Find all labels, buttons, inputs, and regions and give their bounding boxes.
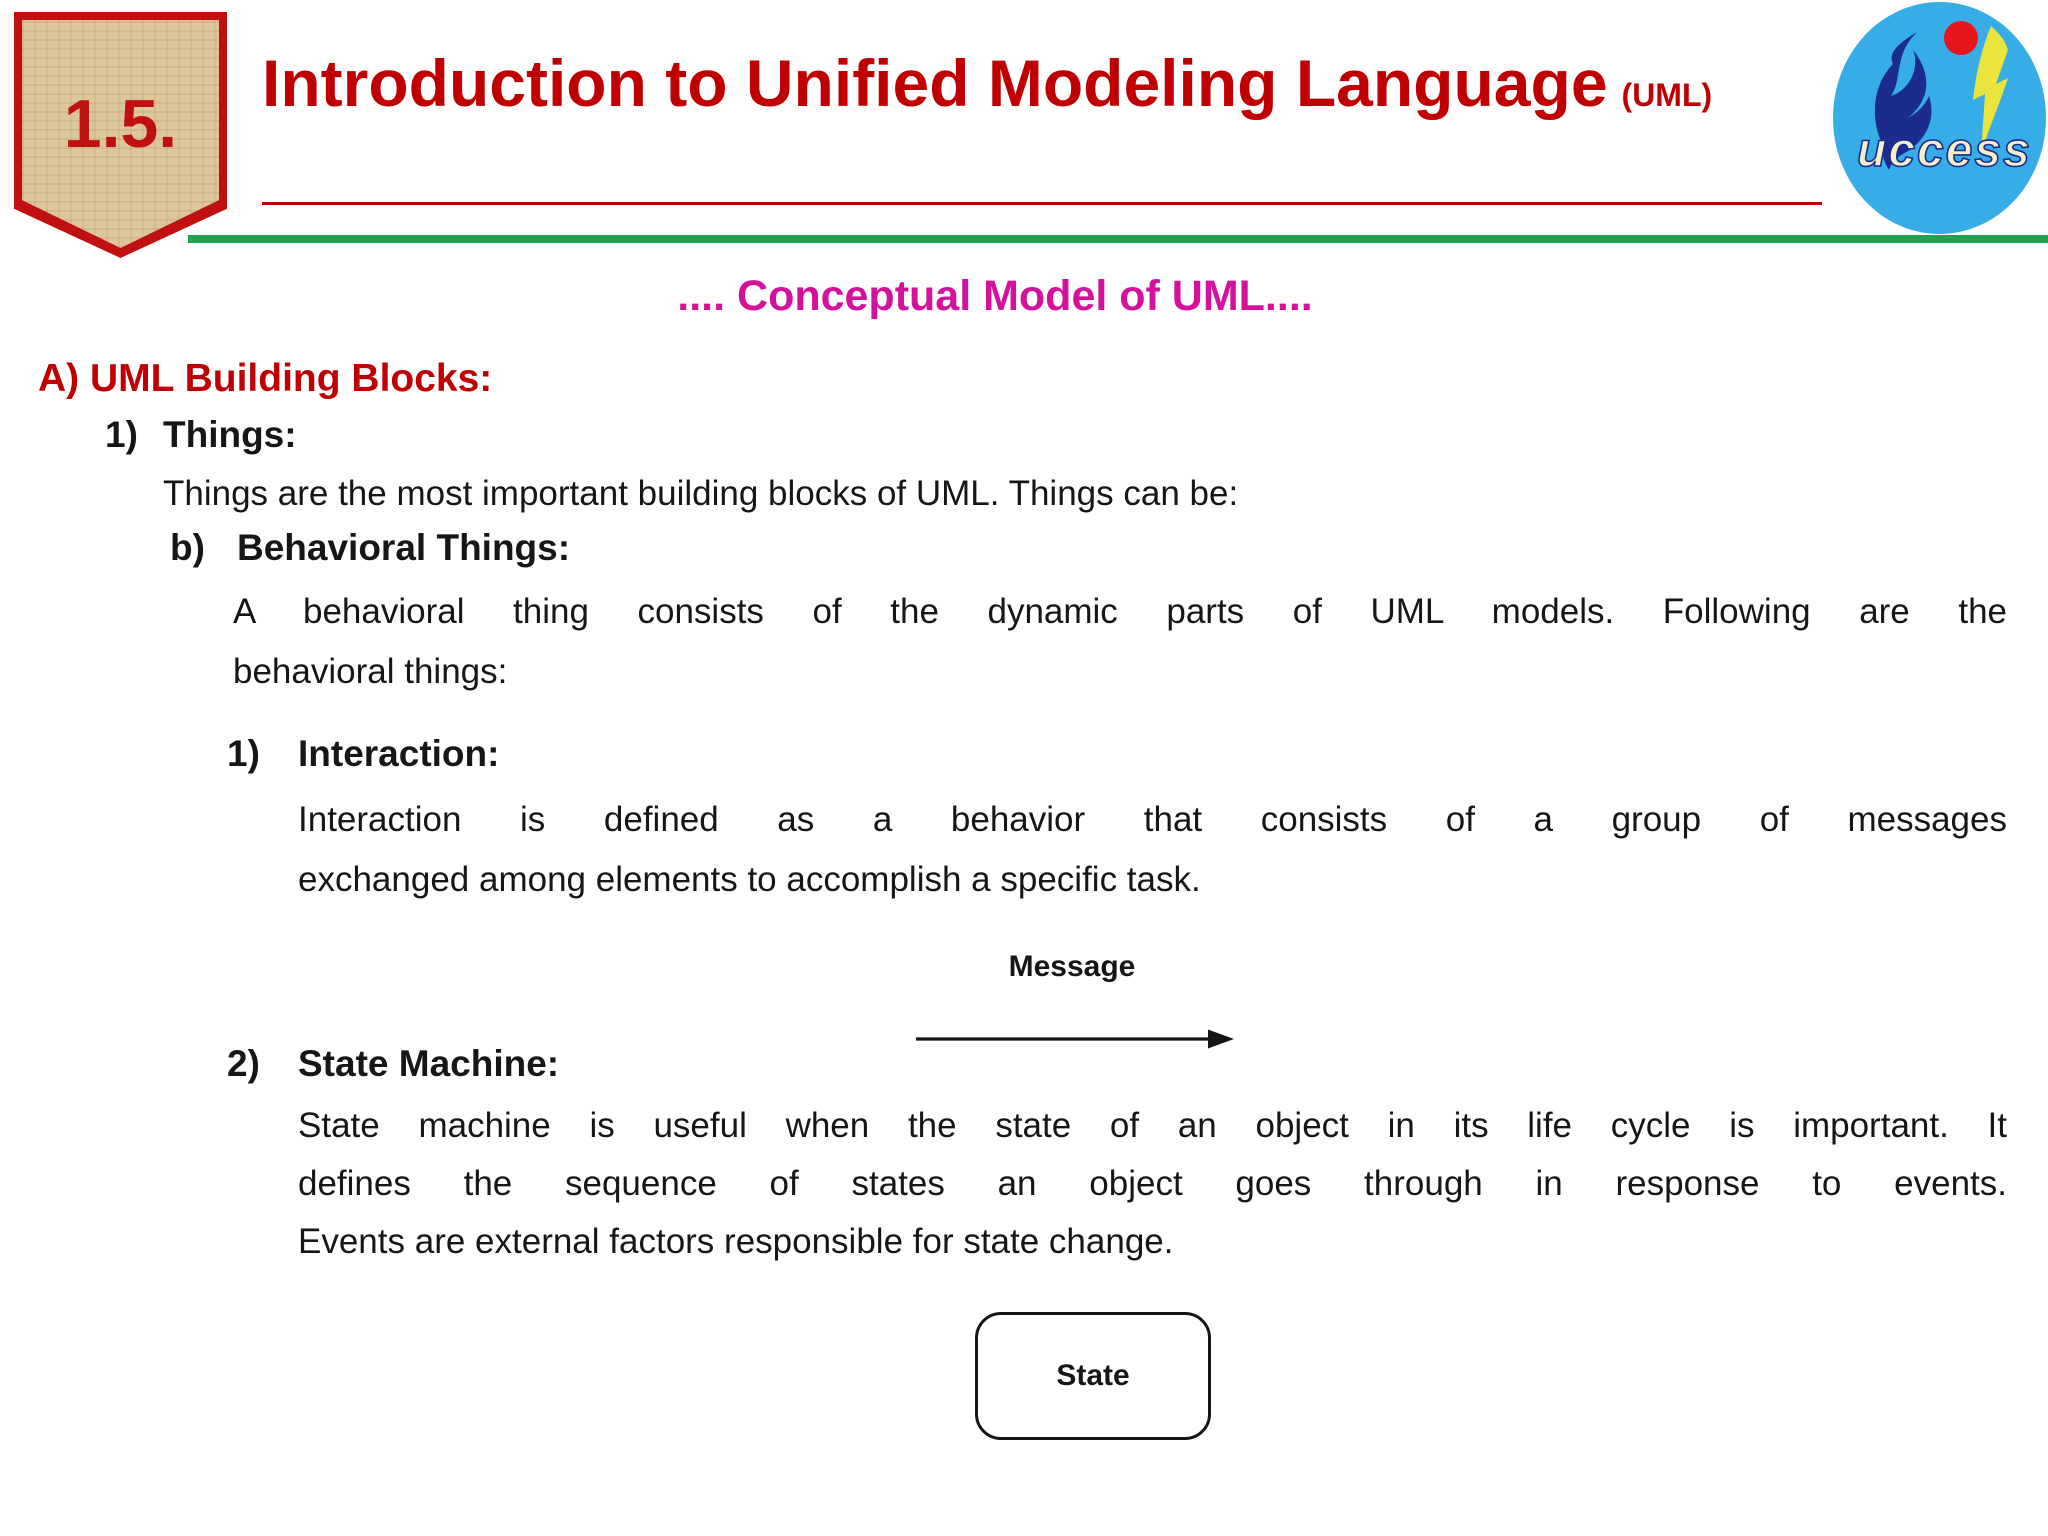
interaction-label: Interaction: [298,733,500,774]
section-a-marker: A) [38,357,80,400]
slide-title: Introduction to Unified Modeling Languag… [262,46,1822,122]
logo-flame-icon [1874,32,1927,150]
state-machine-paragraph: State machine is useful when the state o… [298,1097,2007,1271]
things-marker: 1) [105,414,138,455]
state-machine-label: State Machine: [298,1043,560,1084]
title-underline [262,202,1822,205]
section-number-badge: 1.5. [14,12,227,258]
behavioral-things-heading: b) Behavioral Things: [170,526,570,570]
interaction-heading: 1) Interaction: [227,732,499,776]
logo-red-dot-icon [1944,21,1978,55]
text-line: Events are external factors responsible … [298,1222,1174,1261]
state-machine-heading: 2) State Machine: [227,1042,559,1086]
slide-title-suffix: (UML) [1621,77,1713,113]
text-line: Interaction is defined as a behavior tha… [298,800,2007,839]
interaction-marker: 1) [227,733,260,774]
text-line: behavioral things: [233,652,508,691]
logo-circle [1833,2,2046,234]
state-label: State [1056,1359,1130,1392]
text-line: exchanged among elements to accomplish a… [298,860,1201,899]
things-body-text: Things are the most important building b… [163,474,1239,513]
slide-subtitle: .... Conceptual Model of UML.... [677,272,1313,320]
interaction-paragraph: Interaction is defined as a behavior tha… [298,790,2007,910]
behavioral-things-label: Behavioral Things: [237,527,571,568]
header-divider [188,235,2048,243]
slide-title-text: Introduction to Unified Modeling Languag… [262,46,1608,120]
text-line: defines the sequence of states an object… [298,1164,2007,1203]
behavioral-things-marker: b) [170,527,205,568]
section-a-label: UML Building Blocks: [90,357,493,400]
logo-text: uccess [1857,124,2032,177]
section-a-heading: A)UML Building Blocks: [38,356,492,403]
message-label: Message [1008,950,1136,983]
state-box: State [975,1312,1211,1440]
logo-bolt-icon [1973,26,2008,154]
message-arrow-icon [916,1029,1234,1049]
logo-flame-lower-icon [1881,96,1932,170]
success-logo: uccess [1833,2,2046,234]
behavioral-things-paragraph: A behavioral thing consists of the dynam… [233,582,2007,702]
section-number: 1.5. [63,86,178,162]
text-line: A behavioral thing consists of the dynam… [233,592,2007,631]
things-heading: 1) Things: [105,413,297,457]
things-label: Things: [163,414,297,455]
badge-parchment-fill [22,20,219,248]
text-line: State machine is useful when the state o… [298,1106,2007,1145]
state-machine-marker: 2) [227,1043,260,1084]
